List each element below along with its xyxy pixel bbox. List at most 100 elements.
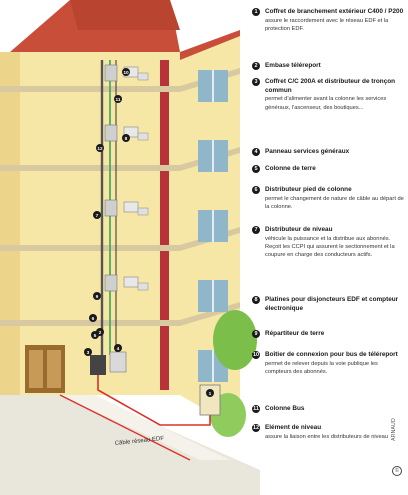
legend-item: 10 Boîtier de connexion pour bus de télér… [252, 351, 404, 376]
ground [0, 395, 260, 495]
legend-item: 8 Platines pour disjoncteurs EDF et compt… [252, 296, 404, 313]
legend-item: 12 Elément de niveau assure la liaison ent… [252, 424, 404, 441]
callout-number: 2 [99, 330, 102, 336]
callout-number: 11 [115, 97, 120, 103]
callout-number: 3 [87, 350, 90, 356]
meter-panel [123, 126, 139, 138]
building-facade [0, 52, 180, 395]
legend-description: permet de relever depuis la voie publiqu… [265, 360, 378, 375]
meter-panel [137, 282, 149, 291]
legend-number: 5 [252, 165, 260, 173]
door-panel [29, 350, 43, 388]
legend-number: 12 [252, 424, 260, 432]
callout-marker [206, 389, 214, 397]
callout-number: 6 [92, 316, 95, 322]
legend-item: 7 Distributeur de niveau véhicule la puiss… [252, 226, 404, 260]
right-wing-roof-edge [180, 30, 240, 60]
legend-item: 4 Panneau services généraux [252, 148, 404, 157]
callout-marker [84, 348, 92, 356]
meter-panel [123, 276, 139, 288]
callout-number: 9 [96, 294, 99, 300]
credit: ARNAUD © [391, 418, 403, 478]
legend-title: Répartiteur de terre [265, 330, 325, 337]
legend-item: 2 Embase téléreport [252, 62, 404, 71]
legend-title: Colonne de terre [265, 165, 316, 172]
roof-shade [70, 0, 180, 30]
legend-title: Boîtier de connexion pour bus de télérep… [265, 351, 398, 358]
legend-number: 9 [252, 330, 260, 338]
callout-number: 1 [209, 391, 212, 397]
floor-slab [0, 68, 240, 92]
callout-marker [93, 211, 101, 219]
legend-title: Panneau services généraux [265, 148, 350, 155]
ground-cable-label: Câble réseau EDF [115, 436, 165, 447]
legend-number: 4 [252, 148, 260, 156]
callout-marker [122, 134, 130, 142]
callout-marker [91, 331, 99, 339]
meter-panel [137, 207, 149, 216]
legend-number: 7 [252, 226, 260, 234]
level-distributor-box [104, 274, 118, 292]
callout-number: 7 [96, 213, 99, 219]
callout-number: 4 [117, 346, 120, 352]
legend-number: 10 [252, 351, 260, 359]
callout-number: 10 [123, 70, 129, 76]
callout-marker [114, 344, 122, 352]
legend-number: 11 [252, 405, 260, 413]
network-cable [59, 394, 191, 461]
legend-description: assure la liaison entre les distributeur… [265, 433, 388, 440]
sidewalk [60, 395, 230, 460]
legend: 1 Coffret de branchement extérieur C400 /… [252, 8, 404, 478]
floor-slab [0, 227, 240, 251]
facade-edge [0, 52, 20, 395]
legend-description: permet d'alimenter avant la colonne les … [265, 96, 387, 111]
general-services-panel [109, 351, 127, 373]
legend-number: 8 [252, 296, 260, 304]
red-pillar [160, 60, 169, 390]
callout-marker [93, 292, 101, 300]
meter-panel [137, 72, 149, 81]
callout-marker [122, 68, 130, 76]
exterior-connection-box [199, 384, 221, 416]
legend-item: 3 Coffret C/C 200A et distributeur de tro… [252, 78, 404, 112]
legend-title: Platines pour disjoncteurs EDF et compte… [265, 296, 399, 312]
legend-title: Distributeur de niveau [265, 226, 333, 233]
legend-number: 3 [252, 78, 260, 86]
copyright-mark: © [392, 466, 402, 476]
legend-title: Embase téléreport [265, 62, 321, 69]
callout-number: 8 [125, 136, 128, 142]
edf-cable [97, 375, 211, 426]
credit-text: ARNAUD [391, 418, 397, 441]
tree [213, 310, 257, 370]
legend-description: assure le raccordement avec le réseau ED… [265, 17, 389, 32]
callout-marker [114, 95, 122, 103]
legend-description: permet le changement de nature de câble … [265, 195, 404, 210]
floor-slab [0, 302, 240, 326]
legend-title: Distributeur pied de colonne [265, 186, 352, 193]
callout-number: 12 [97, 146, 103, 152]
meter-panel [123, 201, 139, 213]
floor-slab [0, 147, 240, 171]
level-distributor-box [104, 199, 118, 217]
legend-title: Colonne Bus [265, 405, 305, 412]
legend-item: 5 Colonne de terre [252, 165, 404, 174]
level-distributor-box [104, 64, 118, 82]
column-base-distributor [90, 355, 106, 375]
legend-number: 1 [252, 8, 260, 16]
legend-item: 11 Colonne Bus [252, 405, 404, 414]
legend-title: Elément de niveau [265, 424, 322, 431]
door-panel [47, 350, 61, 388]
legend-item: 1 Coffret de branchement extérieur C400 /… [252, 8, 404, 33]
legend-title: Coffret C/C 200A et distributeur de tron… [265, 78, 396, 94]
legend-item: 9 Répartiteur de terre [252, 330, 404, 339]
meter-panel [137, 132, 149, 141]
legend-description: véhicule la puissance et la distribue au… [265, 235, 395, 259]
callout-number: 5 [94, 333, 97, 339]
callout-marker [89, 314, 97, 322]
callout-marker [96, 144, 104, 152]
level-distributor-box [104, 124, 118, 142]
legend-number: 2 [252, 62, 260, 70]
legend-title: Coffret de branchement extérieur C400 / … [265, 8, 404, 15]
